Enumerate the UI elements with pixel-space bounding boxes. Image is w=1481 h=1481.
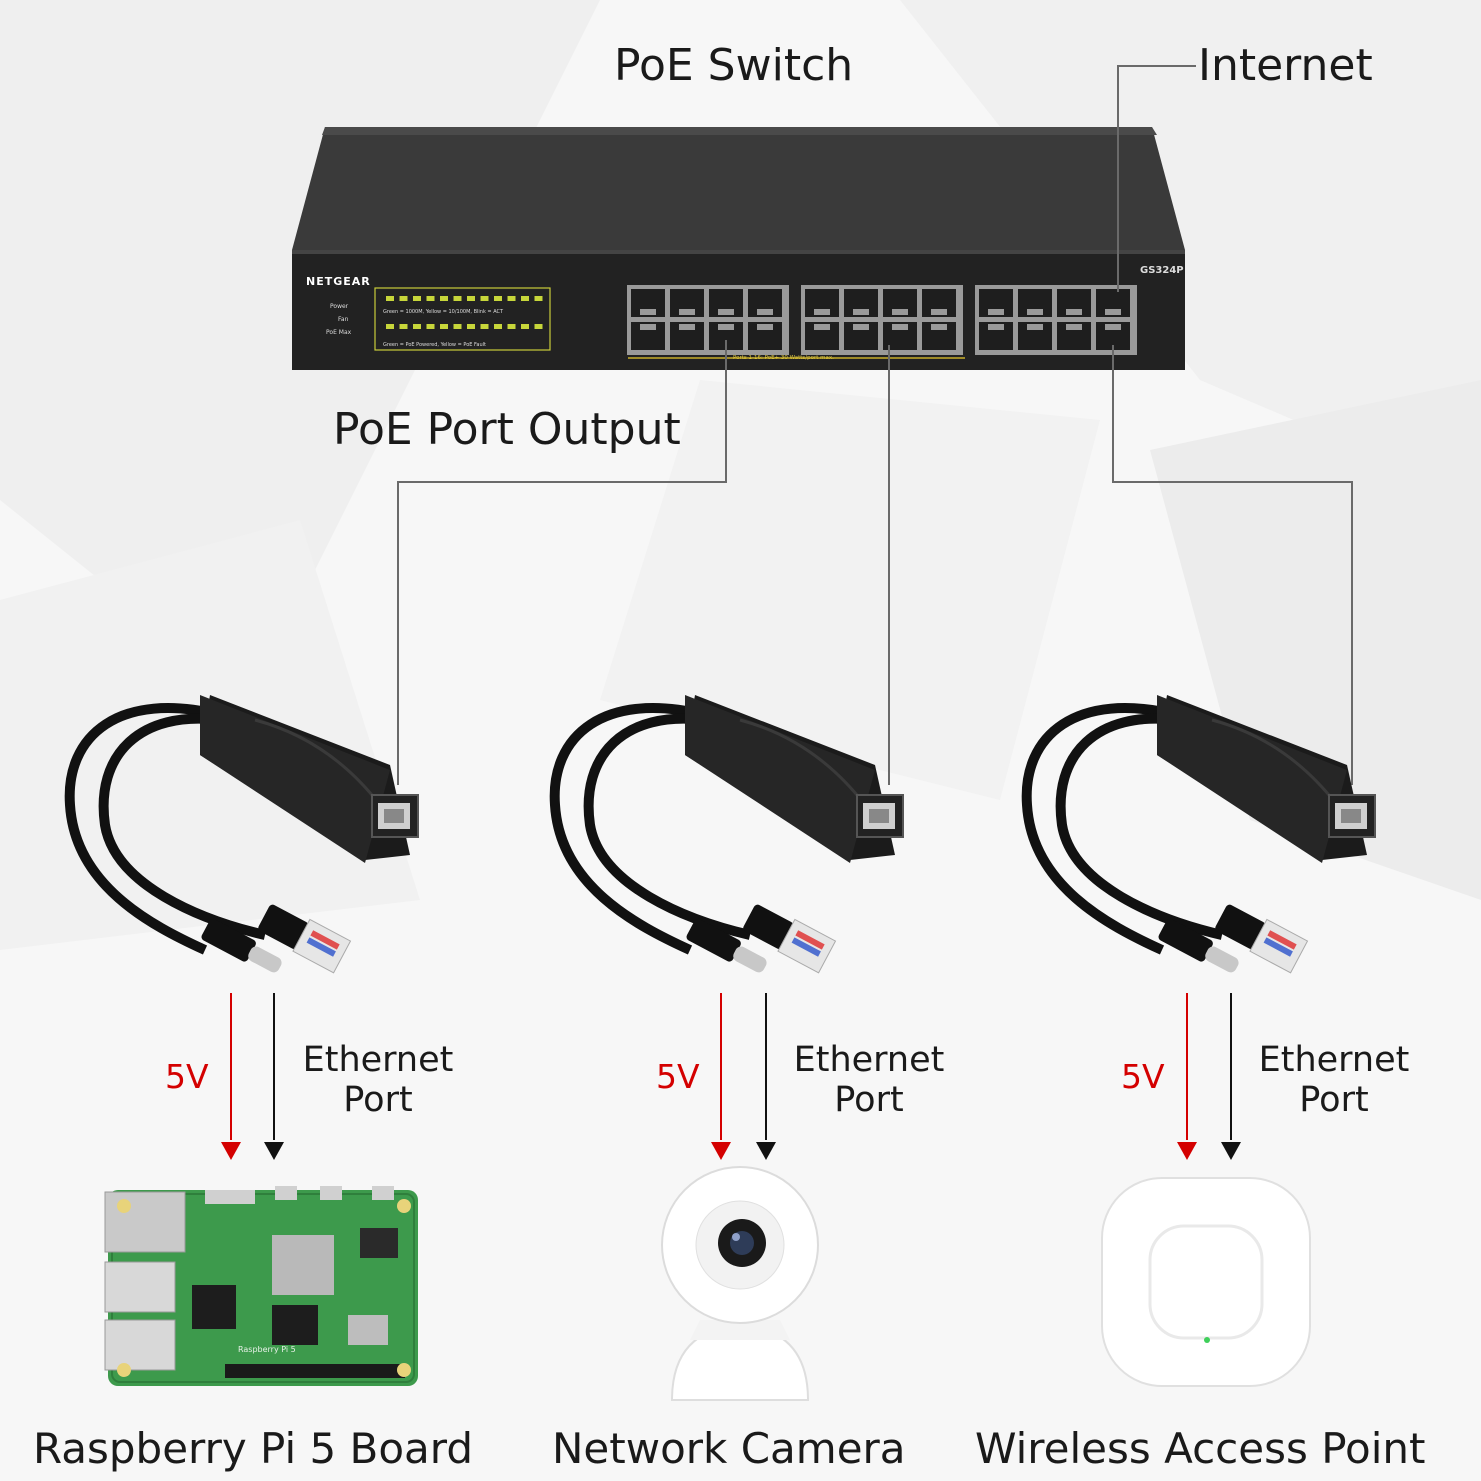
switch-port-tab [853,324,869,330]
ethernet-label-3-line2: Port [1299,1080,1369,1121]
switch-port-tab [679,309,695,315]
voltage-label-1: 5V [165,1057,209,1096]
switch-port-tab [814,309,830,315]
device-label-access-point: Wireless Access Point [975,1424,1426,1473]
switch-brand: NETGEAR [306,275,371,288]
switch-port-tab [640,309,656,315]
switch-led [507,324,516,329]
led-legend-top: Green = 1000M, Yellow = 10/100M, Blink =… [383,309,504,315]
switch-port-tab [757,309,773,315]
ethernet-label-1-line1: Ethernet [302,1040,454,1080]
switch-led [494,324,502,329]
switch-port-tab [679,324,695,330]
switch-port-tab [892,324,908,330]
switch-led [399,324,408,329]
switch-led [413,296,421,301]
led-legend-bottom: Green = PoE Powered, Yellow = PoE Fault [383,342,486,348]
internet-label: Internet [1198,40,1373,91]
switch-led [386,296,394,301]
switch-led [467,296,475,301]
switch-port-tab [640,324,656,330]
switch-model: GS324P [1140,265,1184,276]
ethernet-label-2-line1: Ethernet [793,1040,945,1080]
ethernet-label-2: Ethernet Port [789,1040,949,1121]
switch-port-tab [718,309,734,315]
switch-port-tab [853,309,869,315]
ethernet-label-3-line1: Ethernet [1258,1040,1410,1080]
switch-led [440,296,448,301]
poe-switch [292,127,1185,370]
switch-title: PoE Switch [614,40,854,91]
switch-led [494,296,502,301]
led-fan-label: Fan [338,316,349,323]
switch-led [534,324,543,329]
board-silkscreen: Raspberry Pi 5 [238,1345,296,1354]
switch-led [507,296,516,301]
ethernet-label-2-line2: Port [834,1080,904,1121]
led-poe-max-label: PoE Max [326,329,352,336]
switch-led [467,324,475,329]
switch-led [480,296,489,301]
voltage-label-3: 5V [1121,1057,1165,1096]
switch-led-grid [386,296,543,329]
device-label-raspberry-pi: Raspberry Pi 5 Board [33,1424,473,1473]
switch-led [521,296,529,301]
switch-port-tab [892,309,908,315]
switch-port-tab [1105,309,1121,315]
ethernet-label-1-line2: Port [343,1080,413,1121]
switch-led [426,296,435,301]
led-power-label: Power [330,303,349,310]
switch-led [534,296,543,301]
switch-port-tab [1027,324,1043,330]
switch-led [453,324,462,329]
switch-led [480,324,489,329]
switch-led [399,296,408,301]
switch-port-tab [757,324,773,330]
device-label-network-camera: Network Camera [552,1424,906,1473]
switch-port-tab [1105,324,1121,330]
internet-line [1117,65,1196,292]
line-to-adapter-1 [397,340,727,785]
switch-led [426,324,435,329]
switch-port-tab [931,309,947,315]
switch-port-tab [718,324,734,330]
switch-port-tab [814,324,830,330]
switch-port-tab [988,309,1004,315]
ethernet-label-1: Ethernet Port [298,1040,458,1121]
switch-led [413,324,421,329]
poe-note: Ports 1-16: PoE+ 30 Watts/port max. [733,355,834,361]
switch-led [386,324,394,329]
switch-led [453,296,462,301]
switch-led [521,324,529,329]
switch-port-tab [1066,324,1082,330]
switch-port-tab [988,324,1004,330]
line-to-adapter-3 [1112,345,1353,785]
switch-port-tab [931,324,947,330]
voltage-label-2: 5V [656,1057,700,1096]
switch-port-tab [1027,309,1043,315]
switch-led [440,324,448,329]
ethernet-label-3: Ethernet Port [1254,1040,1414,1121]
switch-port-tab [1066,309,1082,315]
poe-output-label: PoE Port Output [333,404,681,455]
